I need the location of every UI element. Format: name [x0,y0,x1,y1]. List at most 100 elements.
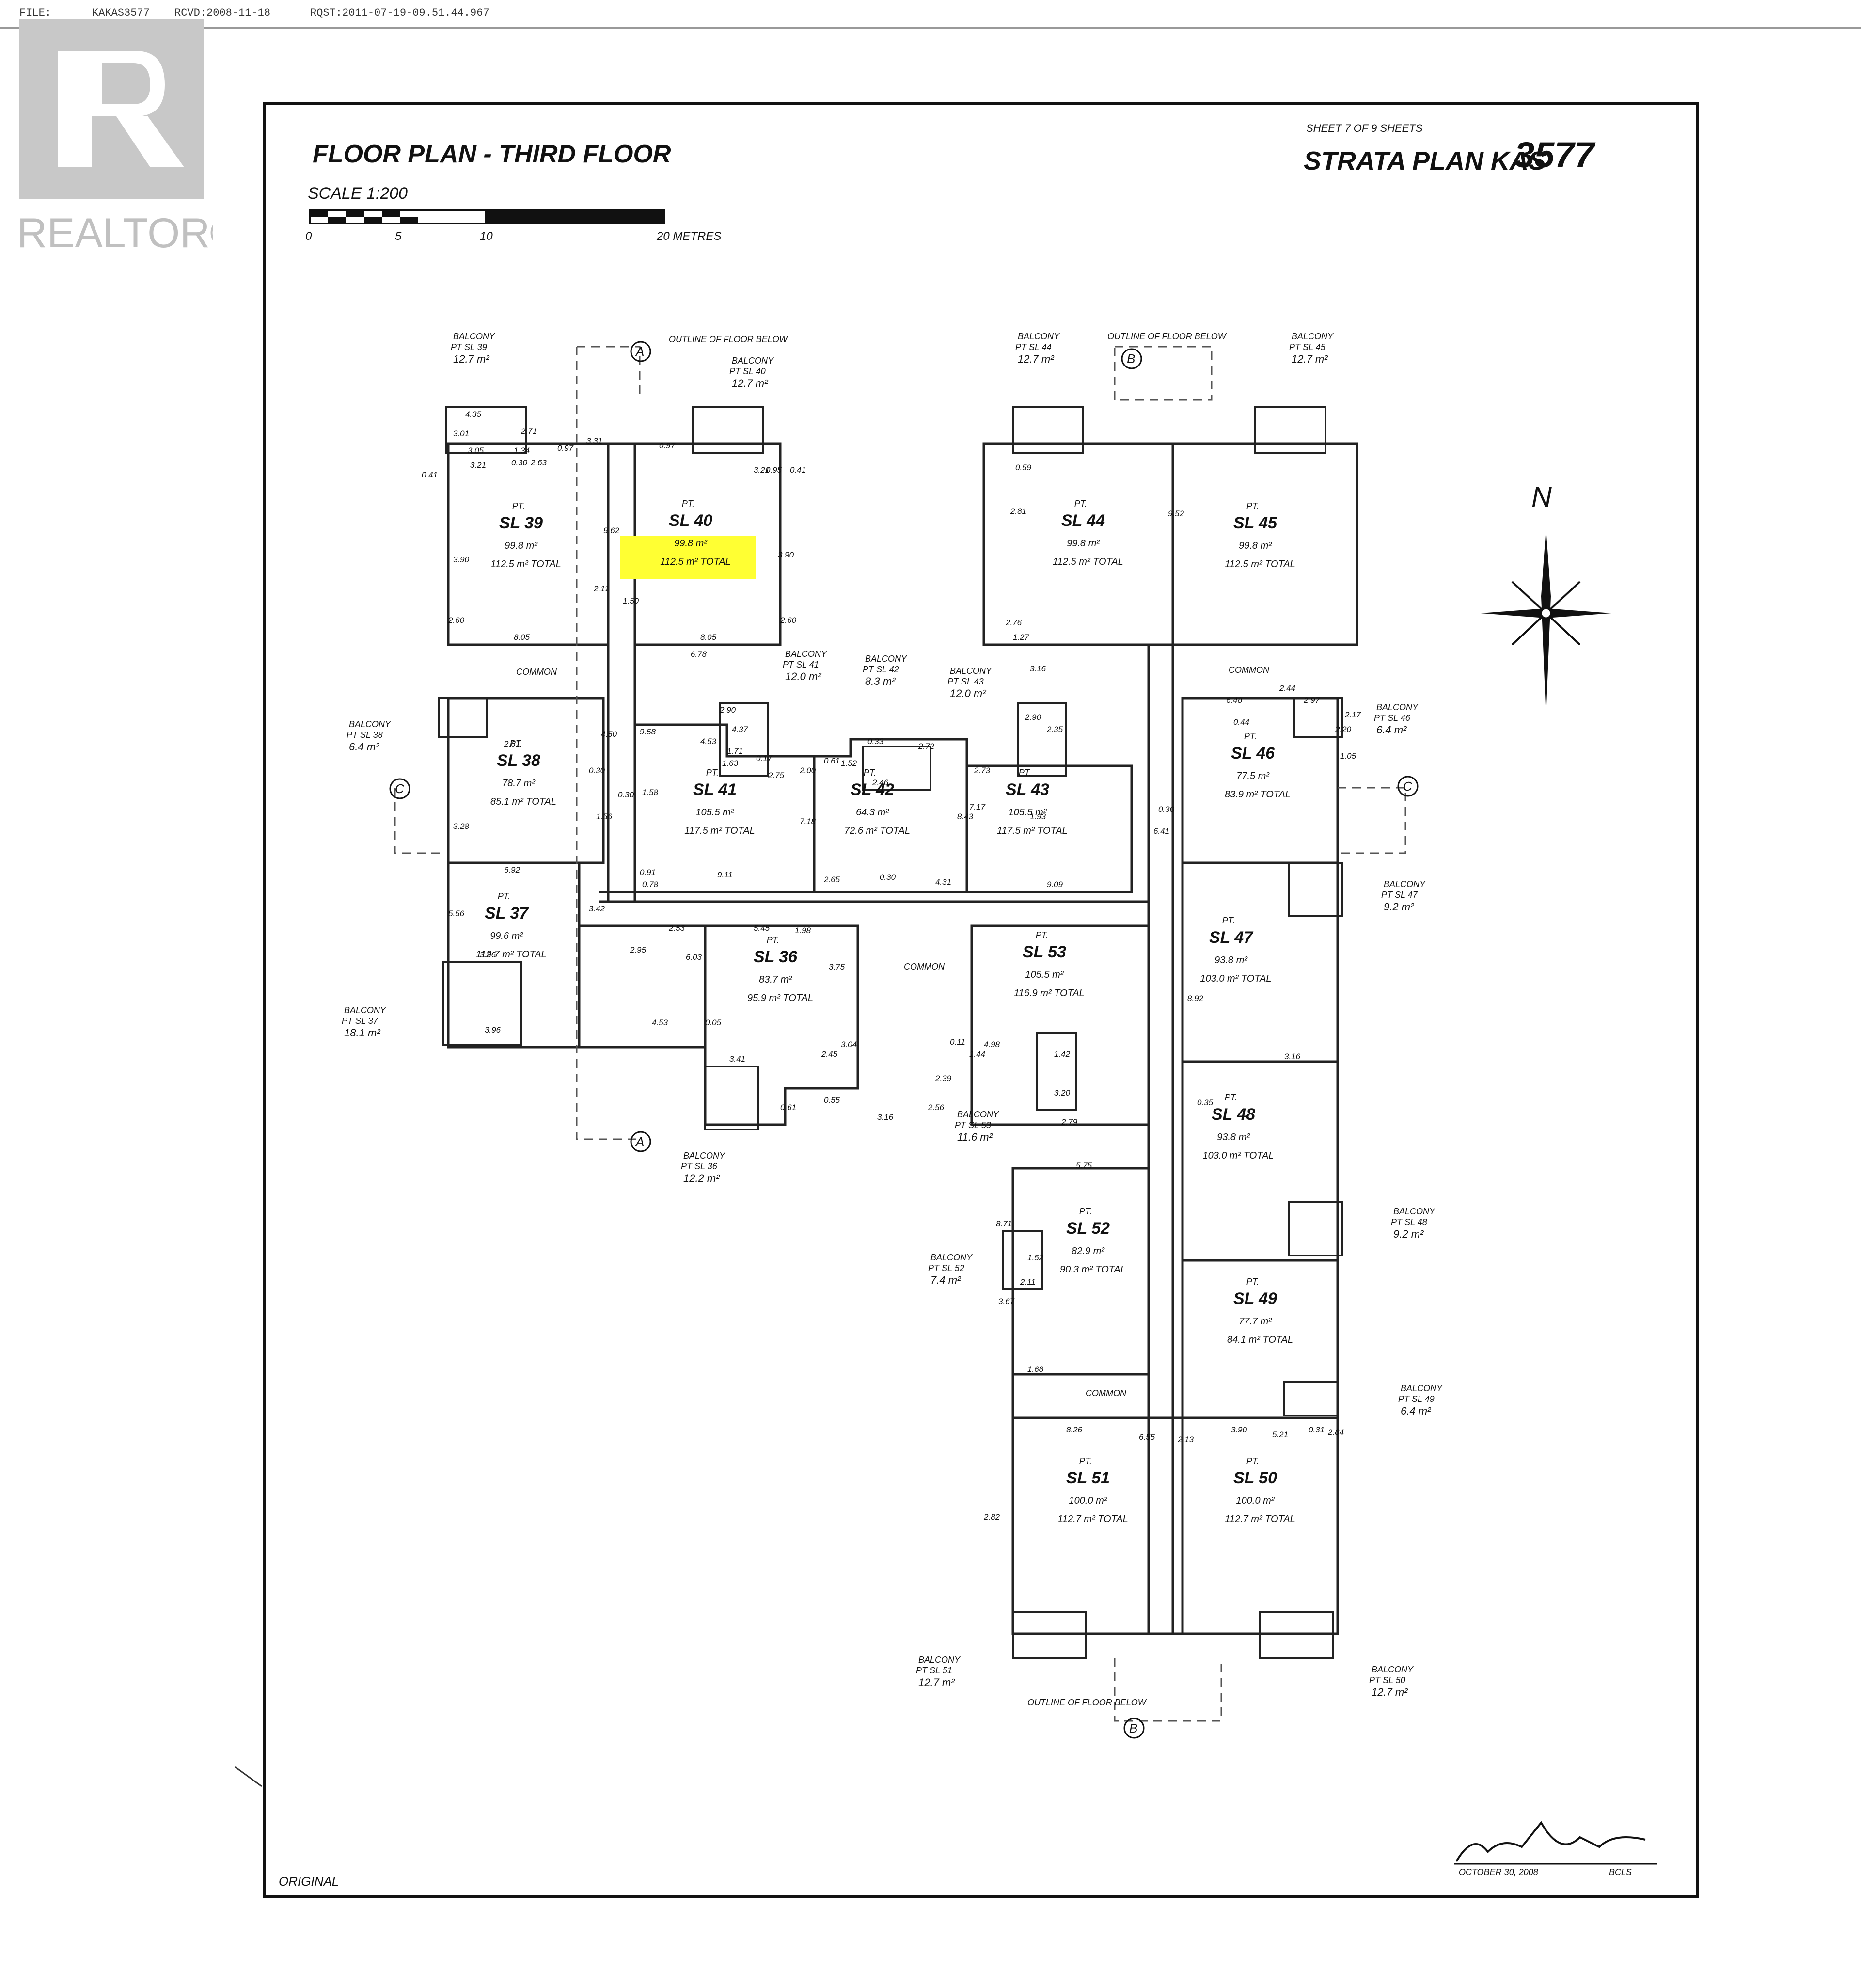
balcony-strata-lot: PT SL 43 [947,677,984,686]
dimension-value: 2.63 [530,458,547,467]
outline-label-1: OUTLINE OF FLOOR BELOW [669,334,789,344]
dimension-value: 8.05 [514,633,530,642]
dimension-value: 3.42 [589,904,605,913]
dimension-value: 4.31 [935,877,951,887]
outline-floor-below [394,346,1406,1722]
balcony-area: 12.2 m² [683,1172,720,1184]
dimension-value: 2.72 [918,742,935,751]
unit-total-area: 112.7 m² TOTAL [476,949,547,960]
unit-total-area: 112.7 m² TOTAL [1225,1514,1295,1525]
dimension-value: 0.61 [824,756,840,765]
dimension-value: 0.05 [705,1018,722,1027]
dimension-value: 3.28 [453,822,470,831]
dimension-value: 3.20 [1054,1088,1071,1097]
unit-name: SL 36 [754,948,798,966]
dimension-value: 3.16 [1284,1052,1301,1061]
dimension-value: 2.81 [1010,507,1026,516]
balcony-area: 11.6 m² [957,1131,993,1143]
unit-name: SL 45 [1233,514,1277,532]
dimension-value: 0.30 [589,766,605,775]
file-label: FILE: [19,7,52,19]
dimension-value: 1.05 [1340,751,1356,761]
dimension-value: 5.45 [754,923,770,933]
outline-label-3: OUTLINE OF FLOOR BELOW [1027,1698,1147,1707]
unit-area: 82.9 m² [1072,1246,1105,1256]
dimension-value: 3.21 [470,461,486,470]
dimension-value: 2.71 [520,427,537,436]
unit-name: SL 48 [1212,1105,1255,1124]
balcony-strata-lot: PT SL 38 [347,730,383,740]
unit-name: SL 46 [1231,744,1275,763]
unit-name: SL 43 [1006,780,1049,799]
unit-name: SL 44 [1061,511,1105,530]
dimension-value: 6.03 [686,953,702,962]
dimension-value: 3.04 [841,1040,857,1049]
dimension-value: 2.35 [1046,725,1063,734]
dimension-value: 8.92 [1187,994,1204,1003]
balcony-area: 12.0 m² [785,670,821,683]
strata-plan-number: 3577 [1514,135,1596,175]
unit-total-area: 72.6 m² TOTAL [844,826,910,836]
unit-pt-prefix: PT. [498,891,510,901]
dimension-value: 4.53 [652,1018,668,1027]
unit-name: SL 38 [497,751,540,770]
dimension-value: 1.52 [841,759,857,768]
balcony-strata-lot: PT SL 51 [916,1666,952,1675]
unit-pt-prefix: PT. [1036,930,1048,940]
dimension-value: 3.75 [829,962,845,971]
plan-title: FLOOR PLAN - THIRD FLOOR [313,140,671,168]
unit-pt-prefix: PT. [1079,1207,1092,1216]
balcony-title: BALCONY [1292,332,1334,341]
unit-area: 99.8 m² [505,541,538,551]
unit-area: 93.8 m² [1217,1132,1250,1143]
balcony-area: 12.0 m² [950,687,986,700]
balcony-area: 12.7 m² [732,377,768,389]
unit-pt-prefix: PT. [1079,1456,1092,1466]
dimension-value: 0.41 [790,465,806,475]
dimension-value: 6.55 [1139,1432,1155,1442]
dimension-value: 6.78 [691,650,707,659]
drawing-border [263,102,1699,1898]
unit-pt-prefix: PT. [1246,1456,1259,1466]
section-c-left: C [395,781,404,796]
dimension-value: 2.90 [1025,713,1041,722]
unit-pt-prefix: PT. [1246,1277,1259,1287]
dimension-value: 2.90 [719,705,736,715]
dimension-value: 3.96 [480,950,496,959]
balcony-strata-lot: PT SL 37 [342,1016,379,1026]
dimension-value: 6.92 [504,865,520,875]
balcony-title: BALCONY [1401,1384,1443,1393]
scale-tick-10: 10 [480,230,493,243]
dimension-value: 9.52 [1168,509,1184,518]
unit-pt-prefix: PT. [1244,732,1257,741]
section-b-top: B [1127,351,1135,366]
dimension-value: 2.17 [1344,710,1361,719]
dimension-value: 3.16 [877,1113,894,1122]
dimension-value: 0.91 [640,868,656,877]
section-a-top: A [635,344,644,359]
unit-total-area: 116.9 m² TOTAL [1014,988,1085,999]
balcony-area: 9.2 m² [1393,1228,1424,1240]
dimension-value: 3.90 [778,550,794,559]
unit-total-area: 112.7 m² TOTAL [1057,1514,1128,1525]
dimension-value: 0.17 [756,754,773,763]
